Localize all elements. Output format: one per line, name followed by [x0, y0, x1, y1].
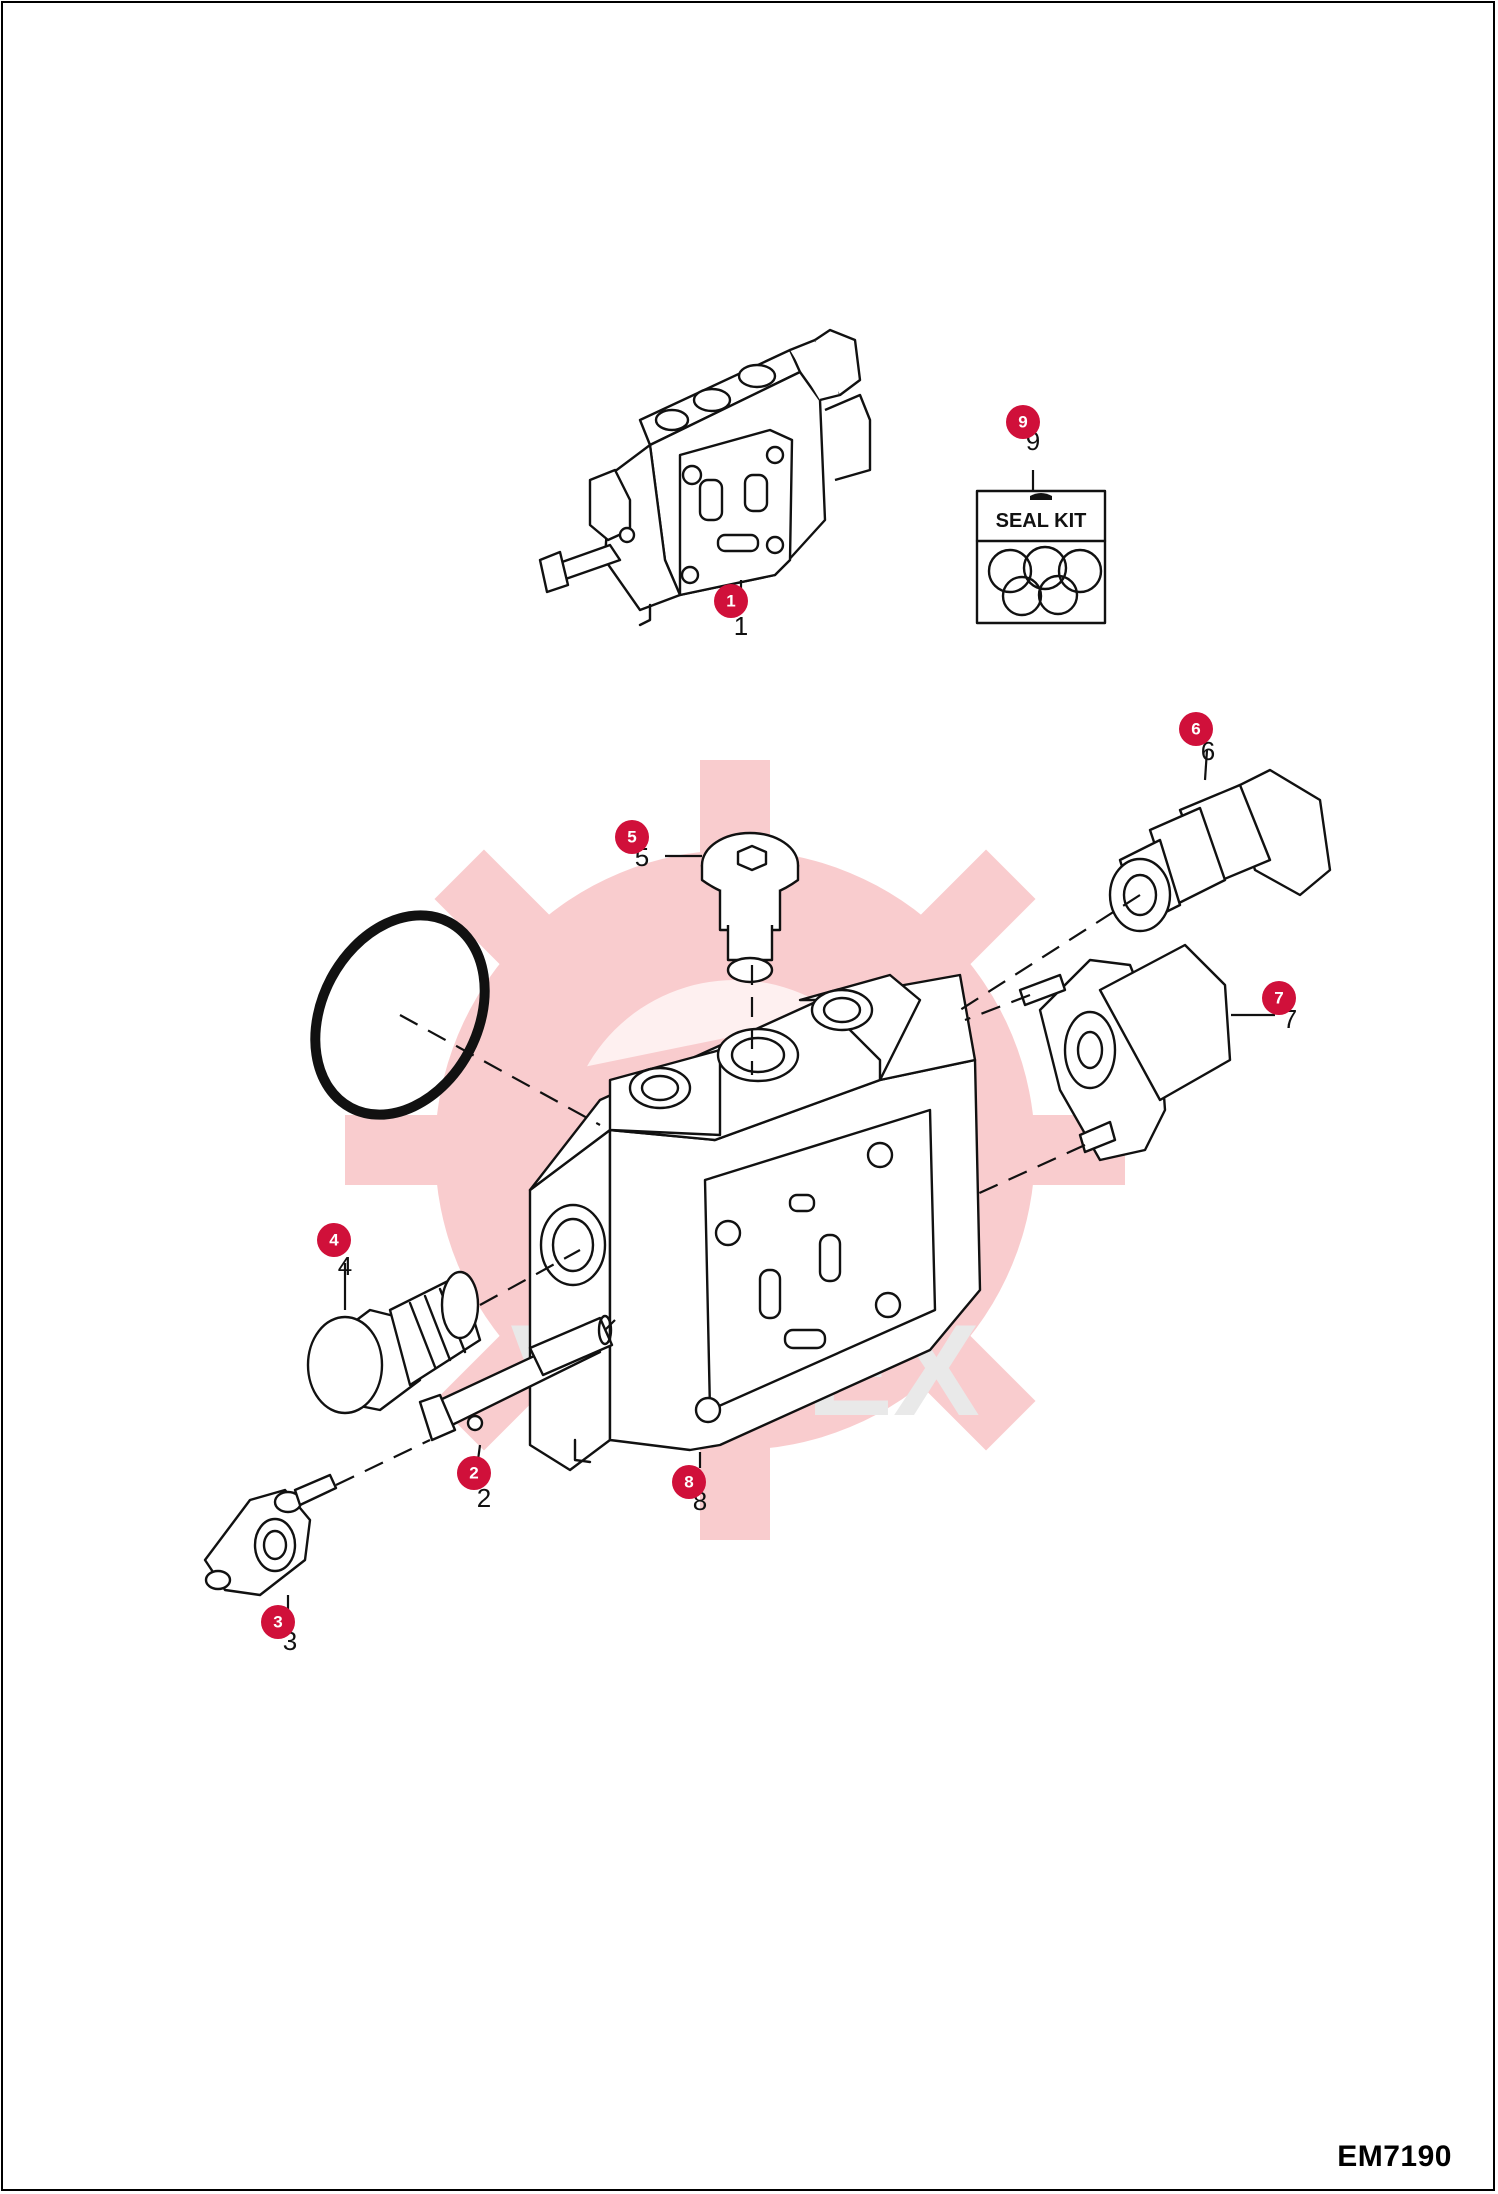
callout-2: 2	[457, 1456, 491, 1490]
svg-text:6: 6	[1191, 720, 1200, 739]
plug-icon	[306, 1270, 482, 1415]
callout-1: 1	[714, 584, 748, 618]
svg-text:4: 4	[338, 1251, 352, 1281]
callout-9: 9	[1006, 405, 1040, 439]
assembly-dash-lines	[335, 894, 1141, 1486]
svg-text:2: 2	[469, 1464, 478, 1483]
valve-section-assembly-icon	[538, 328, 872, 627]
check-valve-plug-icon	[700, 831, 800, 984]
solenoid-icon	[1018, 943, 1232, 1162]
svg-text:1: 1	[726, 592, 735, 611]
valve-body-icon	[528, 973, 982, 1472]
callout-5: 5	[615, 820, 649, 854]
svg-text:7: 7	[1274, 989, 1283, 1008]
end-cap-icon	[203, 1473, 338, 1597]
spool-icon	[418, 1314, 614, 1442]
svg-text:1: 1	[734, 611, 748, 641]
callout-7: 7	[1262, 981, 1296, 1015]
callout-3: 3	[261, 1605, 295, 1639]
relief-valve-cartridge-icon	[1108, 768, 1332, 933]
svg-text:5: 5	[627, 828, 636, 847]
svg-text:4: 4	[329, 1231, 339, 1250]
svg-text:8: 8	[684, 1473, 693, 1492]
callout-8: 8	[672, 1465, 706, 1499]
o-ring-set-icon	[987, 545, 1103, 617]
o-ring-icon	[310, 910, 490, 1120]
callout-6: 6	[1179, 712, 1213, 746]
svg-text:3: 3	[273, 1613, 282, 1632]
svg-text:9: 9	[1018, 413, 1027, 432]
drawing-code: EM7190	[1337, 2140, 1452, 2173]
callout-4: 4	[317, 1223, 351, 1257]
svg-text:2: 2	[477, 1483, 491, 1513]
seal-kit-label: SEAL KIT	[996, 510, 1087, 532]
seal-kit-box: SEAL KIT	[975, 489, 1107, 625]
